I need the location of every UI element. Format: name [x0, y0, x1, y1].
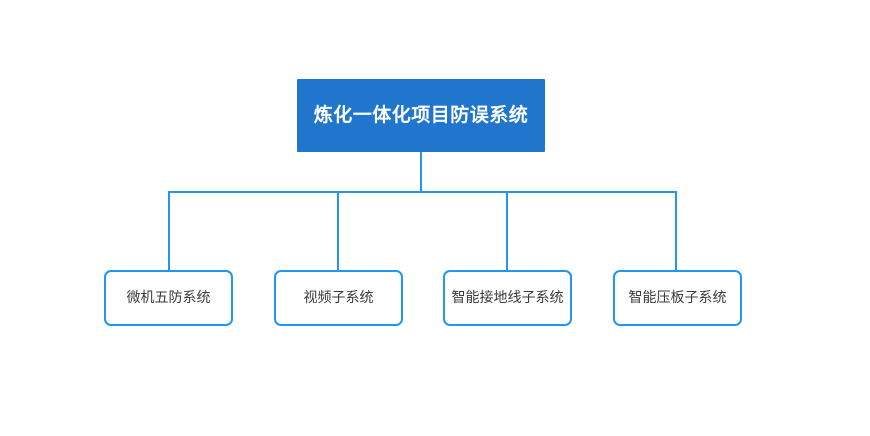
root-node-label: 炼化一体化项目防误系统 [313, 104, 529, 127]
child-node-2[interactable]: 视频子系统 [274, 270, 403, 326]
child-node-4-label: 智能压板子系统 [628, 289, 727, 306]
child-node-4[interactable]: 智能压板子系统 [613, 270, 742, 326]
child-node-2-label: 视频子系统 [303, 289, 374, 306]
child-node-1-label: 微机五防系统 [126, 289, 211, 306]
child-node-3[interactable]: 智能接地线子系统 [443, 270, 572, 326]
root-node[interactable]: 炼化一体化项目防误系统 [297, 79, 545, 152]
child-node-1[interactable]: 微机五防系统 [104, 270, 233, 326]
child-node-3-label: 智能接地线子系统 [451, 289, 564, 306]
